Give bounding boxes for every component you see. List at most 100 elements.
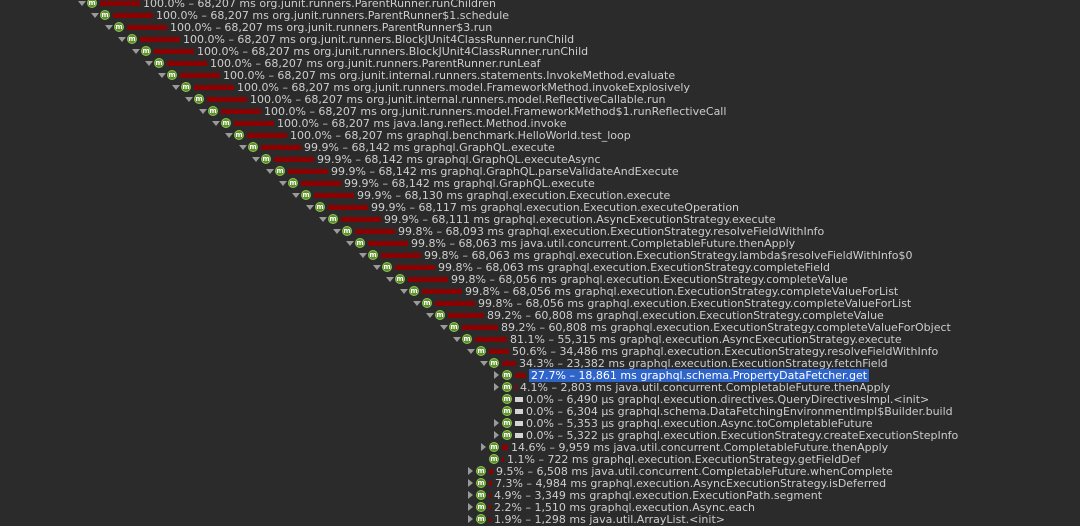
percentage-bar: [408, 276, 448, 282]
percentage-bar: [515, 396, 523, 402]
expanded-arrow-icon[interactable]: [131, 45, 140, 57]
percentage-bar: [288, 168, 328, 174]
collapsed-arrow-icon[interactable]: [492, 369, 501, 381]
percentage-bar: [515, 372, 526, 378]
expanded-arrow-icon[interactable]: [198, 105, 207, 117]
expanded-arrow-icon[interactable]: [291, 189, 300, 201]
collapsed-arrow-icon[interactable]: [466, 489, 475, 501]
collapsed-arrow-icon[interactable]: [466, 465, 475, 477]
collapsed-arrow-icon[interactable]: [479, 441, 488, 453]
expanded-arrow-icon[interactable]: [144, 57, 153, 69]
percentage-bar: [247, 132, 287, 138]
expanded-arrow-icon[interactable]: [211, 117, 220, 129]
expanded-arrow-icon[interactable]: [345, 237, 354, 249]
percentage-bar: [435, 300, 475, 306]
expanded-arrow-icon[interactable]: [184, 93, 193, 105]
tree-row-label: 100.0% – 68,207 ms org.junit.runners.Blo…: [183, 32, 575, 46]
expanded-arrow-icon[interactable]: [77, 0, 86, 9]
expanded-arrow-icon[interactable]: [439, 321, 448, 333]
expanded-arrow-icon[interactable]: [171, 81, 180, 93]
method-icon: m: [502, 406, 512, 416]
expanded-arrow-icon[interactable]: [157, 69, 166, 81]
collapsed-arrow-icon[interactable]: [492, 417, 501, 429]
expanded-arrow-icon[interactable]: [425, 309, 434, 321]
expanded-arrow-icon[interactable]: [251, 153, 260, 165]
expanded-arrow-icon[interactable]: [278, 177, 287, 189]
expanded-arrow-icon[interactable]: [318, 213, 327, 225]
expanded-arrow-icon[interactable]: [479, 357, 488, 369]
expanded-arrow-icon[interactable]: [332, 225, 341, 237]
method-icon: m: [368, 250, 378, 260]
expanded-arrow-icon[interactable]: [372, 261, 381, 273]
expanded-arrow-icon[interactable]: [412, 297, 421, 309]
collapsed-arrow-icon[interactable]: [466, 501, 475, 513]
expanded-arrow-icon[interactable]: [117, 33, 126, 45]
collapsed-arrow-icon[interactable]: [466, 513, 475, 525]
expanded-arrow-icon[interactable]: [399, 285, 408, 297]
collapsed-arrow-icon[interactable]: [492, 429, 501, 441]
collapsed-arrow-icon[interactable]: [492, 381, 501, 393]
tree-row-label: 100.0% – 68,207 ms org.junit.runners.Par…: [156, 8, 510, 22]
expanded-arrow-icon[interactable]: [104, 21, 113, 33]
percentage-bar: [355, 228, 395, 234]
tree-row-label: 0.0% – 5,322 μs graphql.execution.Execut…: [526, 428, 959, 442]
collapsed-arrow-icon[interactable]: [466, 477, 475, 489]
expanded-arrow-icon[interactable]: [452, 333, 461, 345]
expanded-arrow-icon[interactable]: [358, 249, 367, 261]
expanded-arrow-icon[interactable]: [385, 273, 394, 285]
expanded-arrow-icon[interactable]: [224, 129, 233, 141]
expanded-arrow-icon[interactable]: [90, 9, 99, 21]
expanded-arrow-icon[interactable]: [305, 201, 314, 213]
percentage-bar: [489, 348, 509, 354]
expanded-arrow-icon[interactable]: [466, 345, 475, 357]
tree-row-label: 100.0% – 68,207 ms org.junit.runners.Par…: [170, 20, 493, 34]
expanded-arrow-icon[interactable]: [265, 165, 274, 177]
expanded-arrow-icon[interactable]: [238, 141, 247, 153]
